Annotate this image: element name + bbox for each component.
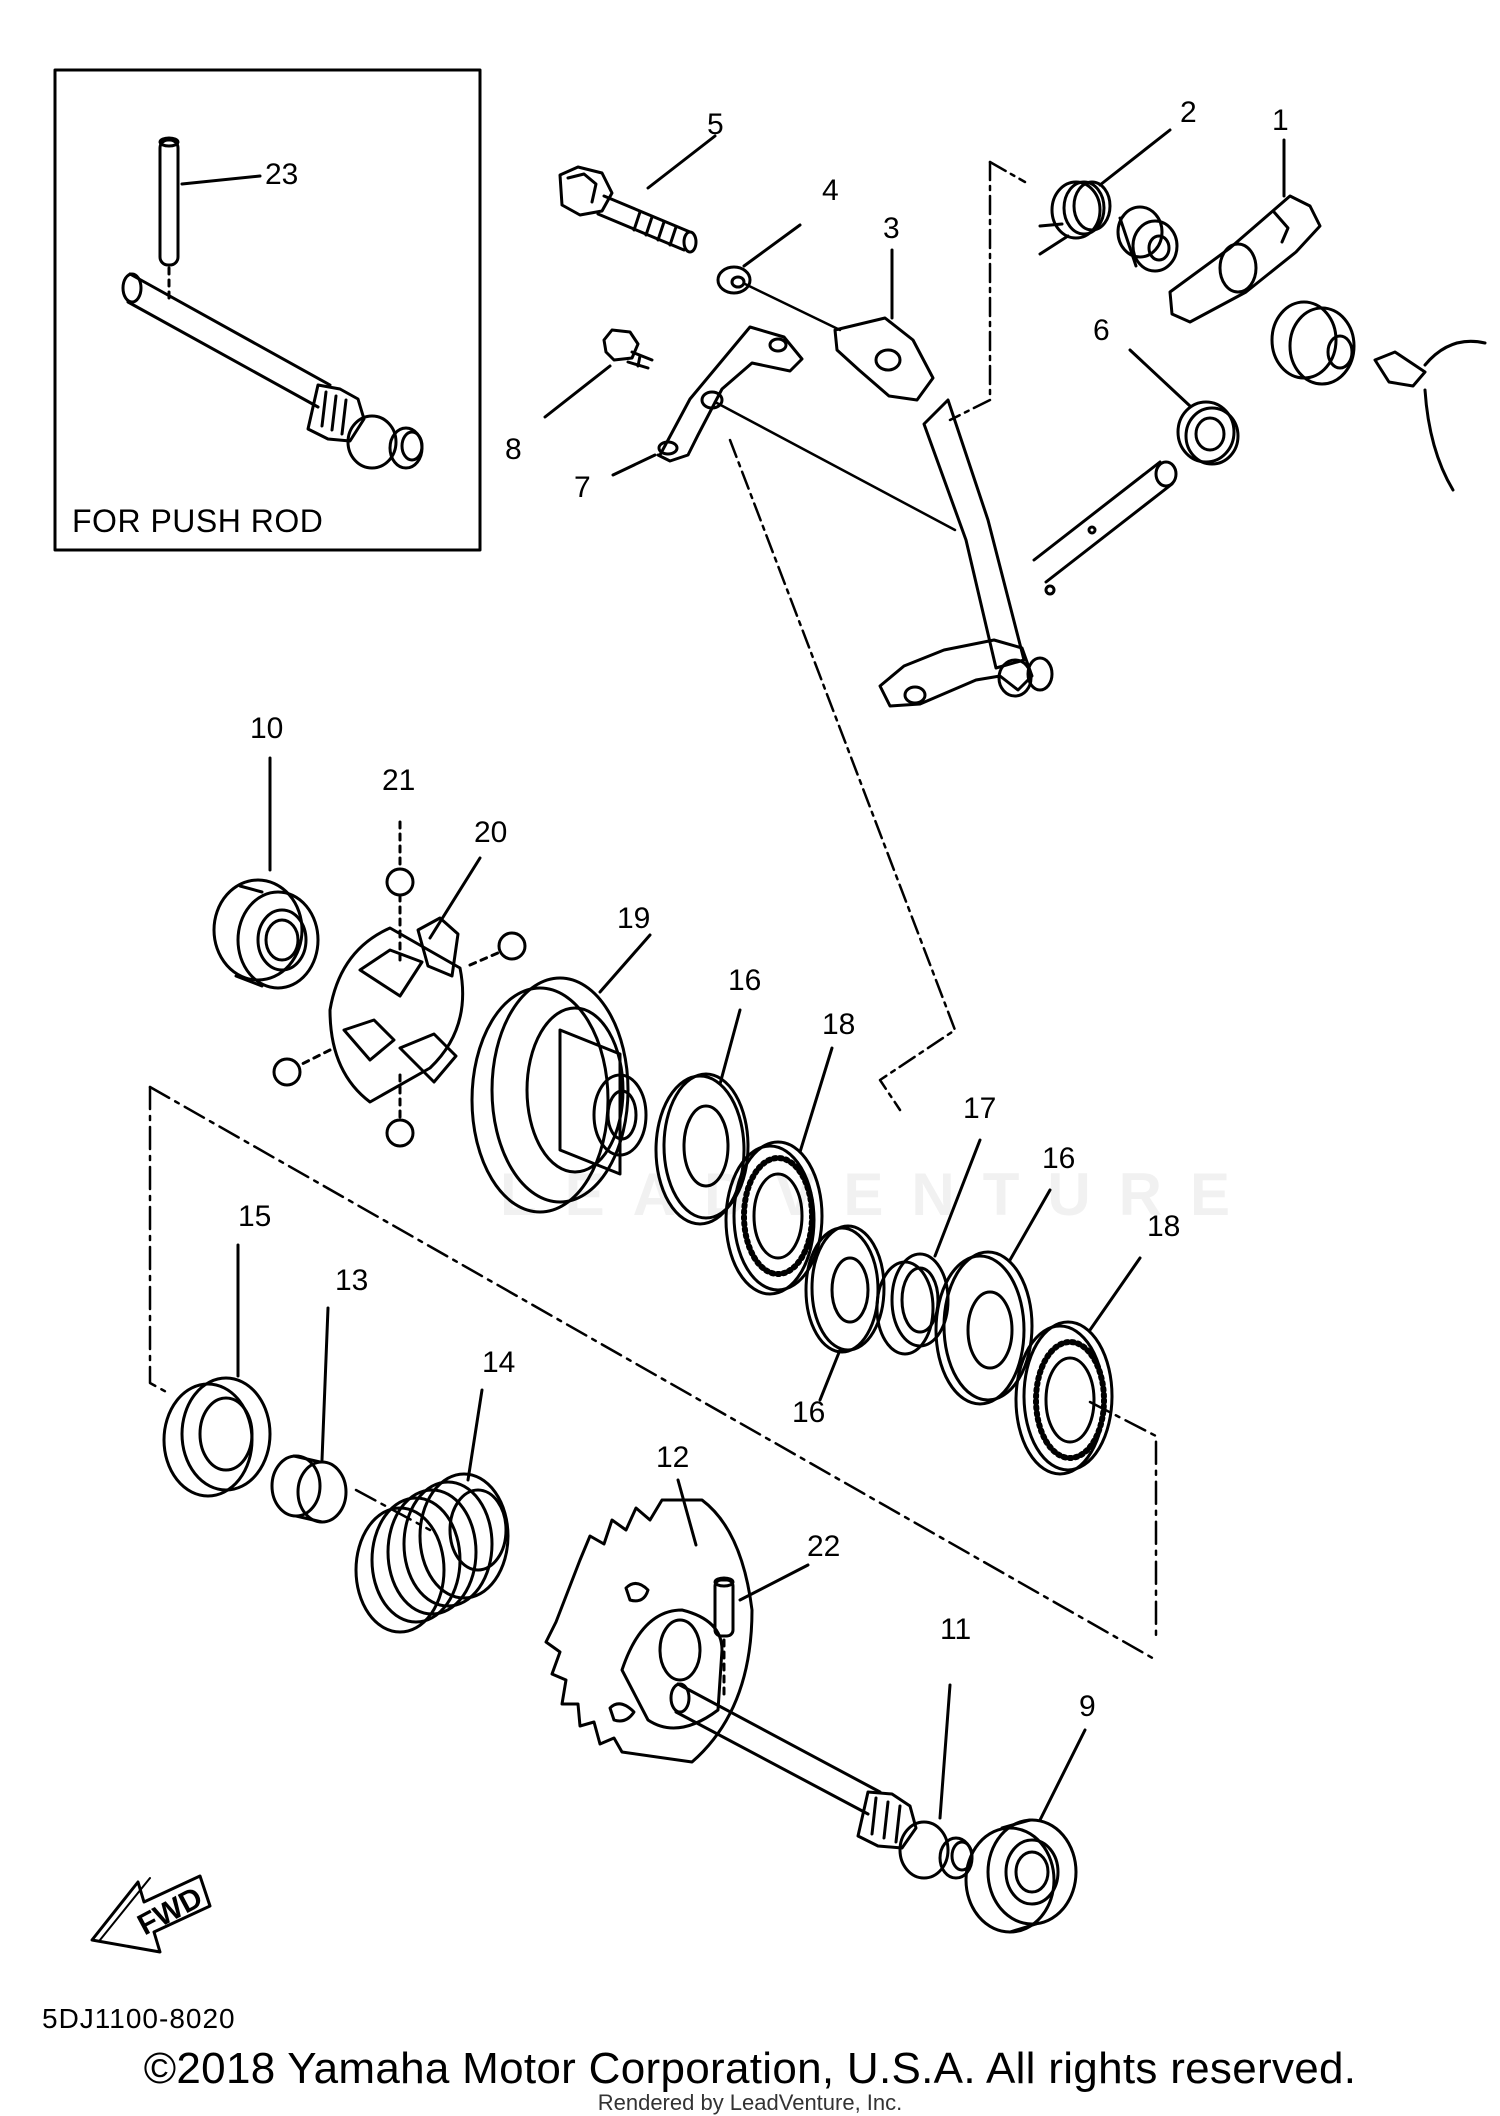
- document-code: 5DJ1100-8020: [42, 2003, 236, 2034]
- callout-18a: 18: [822, 1008, 855, 1041]
- leader-11: [938, 1683, 952, 1820]
- part-4-washer: [716, 265, 752, 295]
- part-16-washer-3: [934, 1250, 1034, 1406]
- callout-15: 15: [238, 1200, 271, 1233]
- push-rod-shaft: [121, 272, 424, 470]
- leader-6: [1128, 348, 1192, 408]
- reference-lines-lower: [148, 1085, 1158, 1662]
- copyright-notice: ©2018 Yamaha Motor Corporation, U.S.A. A…: [143, 2044, 1357, 2093]
- leader-14: [466, 1388, 484, 1482]
- leader-17: [933, 1138, 982, 1258]
- shift-shaft: [1032, 460, 1178, 596]
- callout-7: 7: [574, 471, 591, 504]
- leader-9: [1038, 1728, 1087, 1822]
- leader-20: [428, 856, 482, 940]
- callout-5: 5: [707, 108, 724, 141]
- callout-8: 8: [505, 433, 522, 466]
- leader-18a: [798, 1046, 834, 1154]
- part-16-washer-1: [654, 1072, 750, 1226]
- callout-10: 10: [250, 712, 283, 745]
- callout-18b: 18: [1147, 1210, 1180, 1243]
- part-1-shift-lever: [1168, 194, 1322, 324]
- leader-19: [598, 933, 652, 994]
- part-5-bolt: [558, 165, 698, 254]
- collar: [1116, 205, 1179, 273]
- push-rod-inset: [53, 68, 482, 552]
- part-23-pin: [158, 136, 180, 300]
- callout-9: 9: [1079, 1690, 1096, 1723]
- callout-12: 12: [656, 1441, 689, 1474]
- part-10-bearing: [212, 878, 320, 990]
- leader-7: [611, 453, 657, 477]
- drum-assembly: [1270, 300, 1487, 492]
- part-20-cam: [298, 893, 502, 1122]
- axis-line-4-3: [743, 282, 842, 332]
- callout-13: 13: [335, 1264, 368, 1297]
- callout-16c: 16: [792, 1396, 825, 1429]
- callout-1: 1: [1272, 104, 1289, 137]
- callout-16b: 16: [1042, 1142, 1075, 1175]
- leader-23: [180, 174, 262, 186]
- part-16-washer-2: [804, 1224, 886, 1354]
- part-8-bolt: [602, 328, 654, 370]
- callout-16a: 16: [728, 964, 761, 997]
- leader-16b: [1008, 1188, 1052, 1262]
- leader-13: [320, 1306, 330, 1462]
- part-9-bearing: [964, 1818, 1078, 1934]
- part-14-spring: [354, 1472, 510, 1634]
- watermark: LEADVENTURE: [500, 1161, 1259, 1228]
- part-15-oil-seal: [162, 1376, 272, 1498]
- leader-2: [1098, 128, 1172, 187]
- callout-22: 22: [807, 1530, 840, 1563]
- reference-lines-upper: [728, 160, 1027, 1112]
- callout-labels: 1 2 3 4 5 6 7 8 9 10 11 12 13 14 15 16 1…: [238, 96, 1289, 1723]
- callout-3: 3: [883, 212, 900, 245]
- part-7-bracket: [656, 325, 804, 463]
- leader-18b: [1088, 1256, 1142, 1332]
- part-6-oil-seal: [1176, 400, 1240, 466]
- callout-20: 20: [474, 816, 507, 849]
- part-2-spring: [1038, 180, 1112, 256]
- part-11-kick-shaft: [669, 1682, 974, 1880]
- leader-16a: [718, 1008, 742, 1086]
- callout-23: 23: [265, 158, 298, 191]
- leader-16c: [818, 1348, 842, 1402]
- axis-line-7: [713, 400, 957, 532]
- callout-19: 19: [617, 902, 650, 935]
- callout-4: 4: [822, 174, 839, 207]
- part-3-lever-arm: [833, 316, 1054, 708]
- renderer-credit: Rendered by LeadVenture, Inc.: [597, 2090, 903, 2115]
- callout-6: 6: [1093, 314, 1110, 347]
- part-19-ratchet-plate: [470, 976, 648, 1214]
- leader-22: [738, 1563, 810, 1602]
- callout-14: 14: [482, 1346, 515, 1379]
- part-12-kick-gear: [544, 1498, 754, 1764]
- part-18-thrust-bearing-2: [1014, 1320, 1114, 1476]
- part-22-pin: [713, 1576, 735, 1702]
- fwd-arrow-icon: FWD: [90, 1874, 212, 1954]
- callout-2: 2: [1180, 96, 1197, 129]
- leader-4: [742, 223, 802, 268]
- callout-17: 17: [963, 1092, 996, 1125]
- callout-21: 21: [382, 764, 415, 797]
- inset-caption: FOR PUSH ROD: [72, 503, 324, 539]
- part-13-collar: [270, 1454, 348, 1524]
- leader-12: [676, 1478, 698, 1547]
- leader-5: [646, 134, 717, 190]
- callout-11: 11: [940, 1613, 971, 1646]
- leader-8: [543, 364, 612, 419]
- part-18-thrust-bearing-1: [724, 1140, 824, 1296]
